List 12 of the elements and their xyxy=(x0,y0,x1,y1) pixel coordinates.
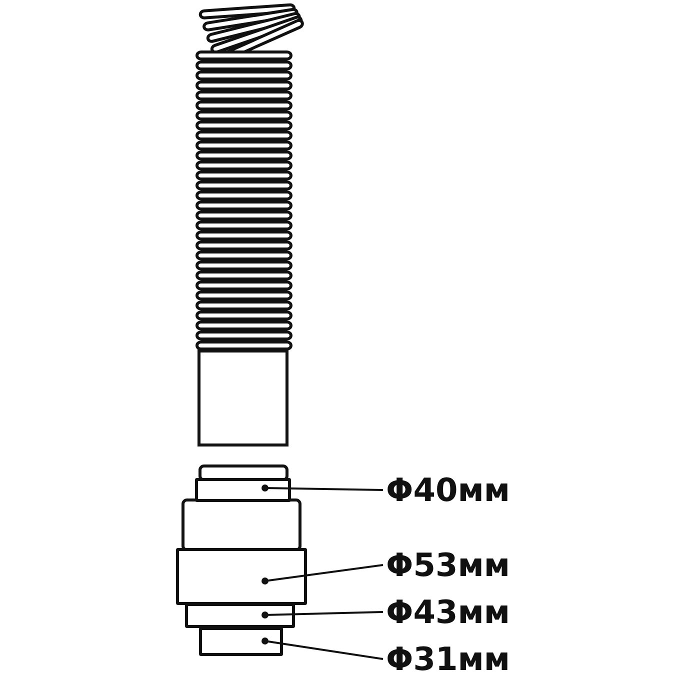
diameter-label: Φ53мм xyxy=(386,545,510,585)
diameter-label: Φ31мм xyxy=(386,639,510,679)
leader-line xyxy=(262,484,384,492)
adapter-section xyxy=(195,478,291,502)
diameter-label: Φ43мм xyxy=(386,592,510,632)
leader-line xyxy=(262,611,384,618)
adapter-section xyxy=(176,548,307,605)
adapter-section xyxy=(199,627,283,656)
leader-line xyxy=(262,564,384,584)
adapter-section xyxy=(185,603,295,628)
diameter-label: Φ40мм xyxy=(386,470,510,510)
leader-line xyxy=(262,638,384,660)
